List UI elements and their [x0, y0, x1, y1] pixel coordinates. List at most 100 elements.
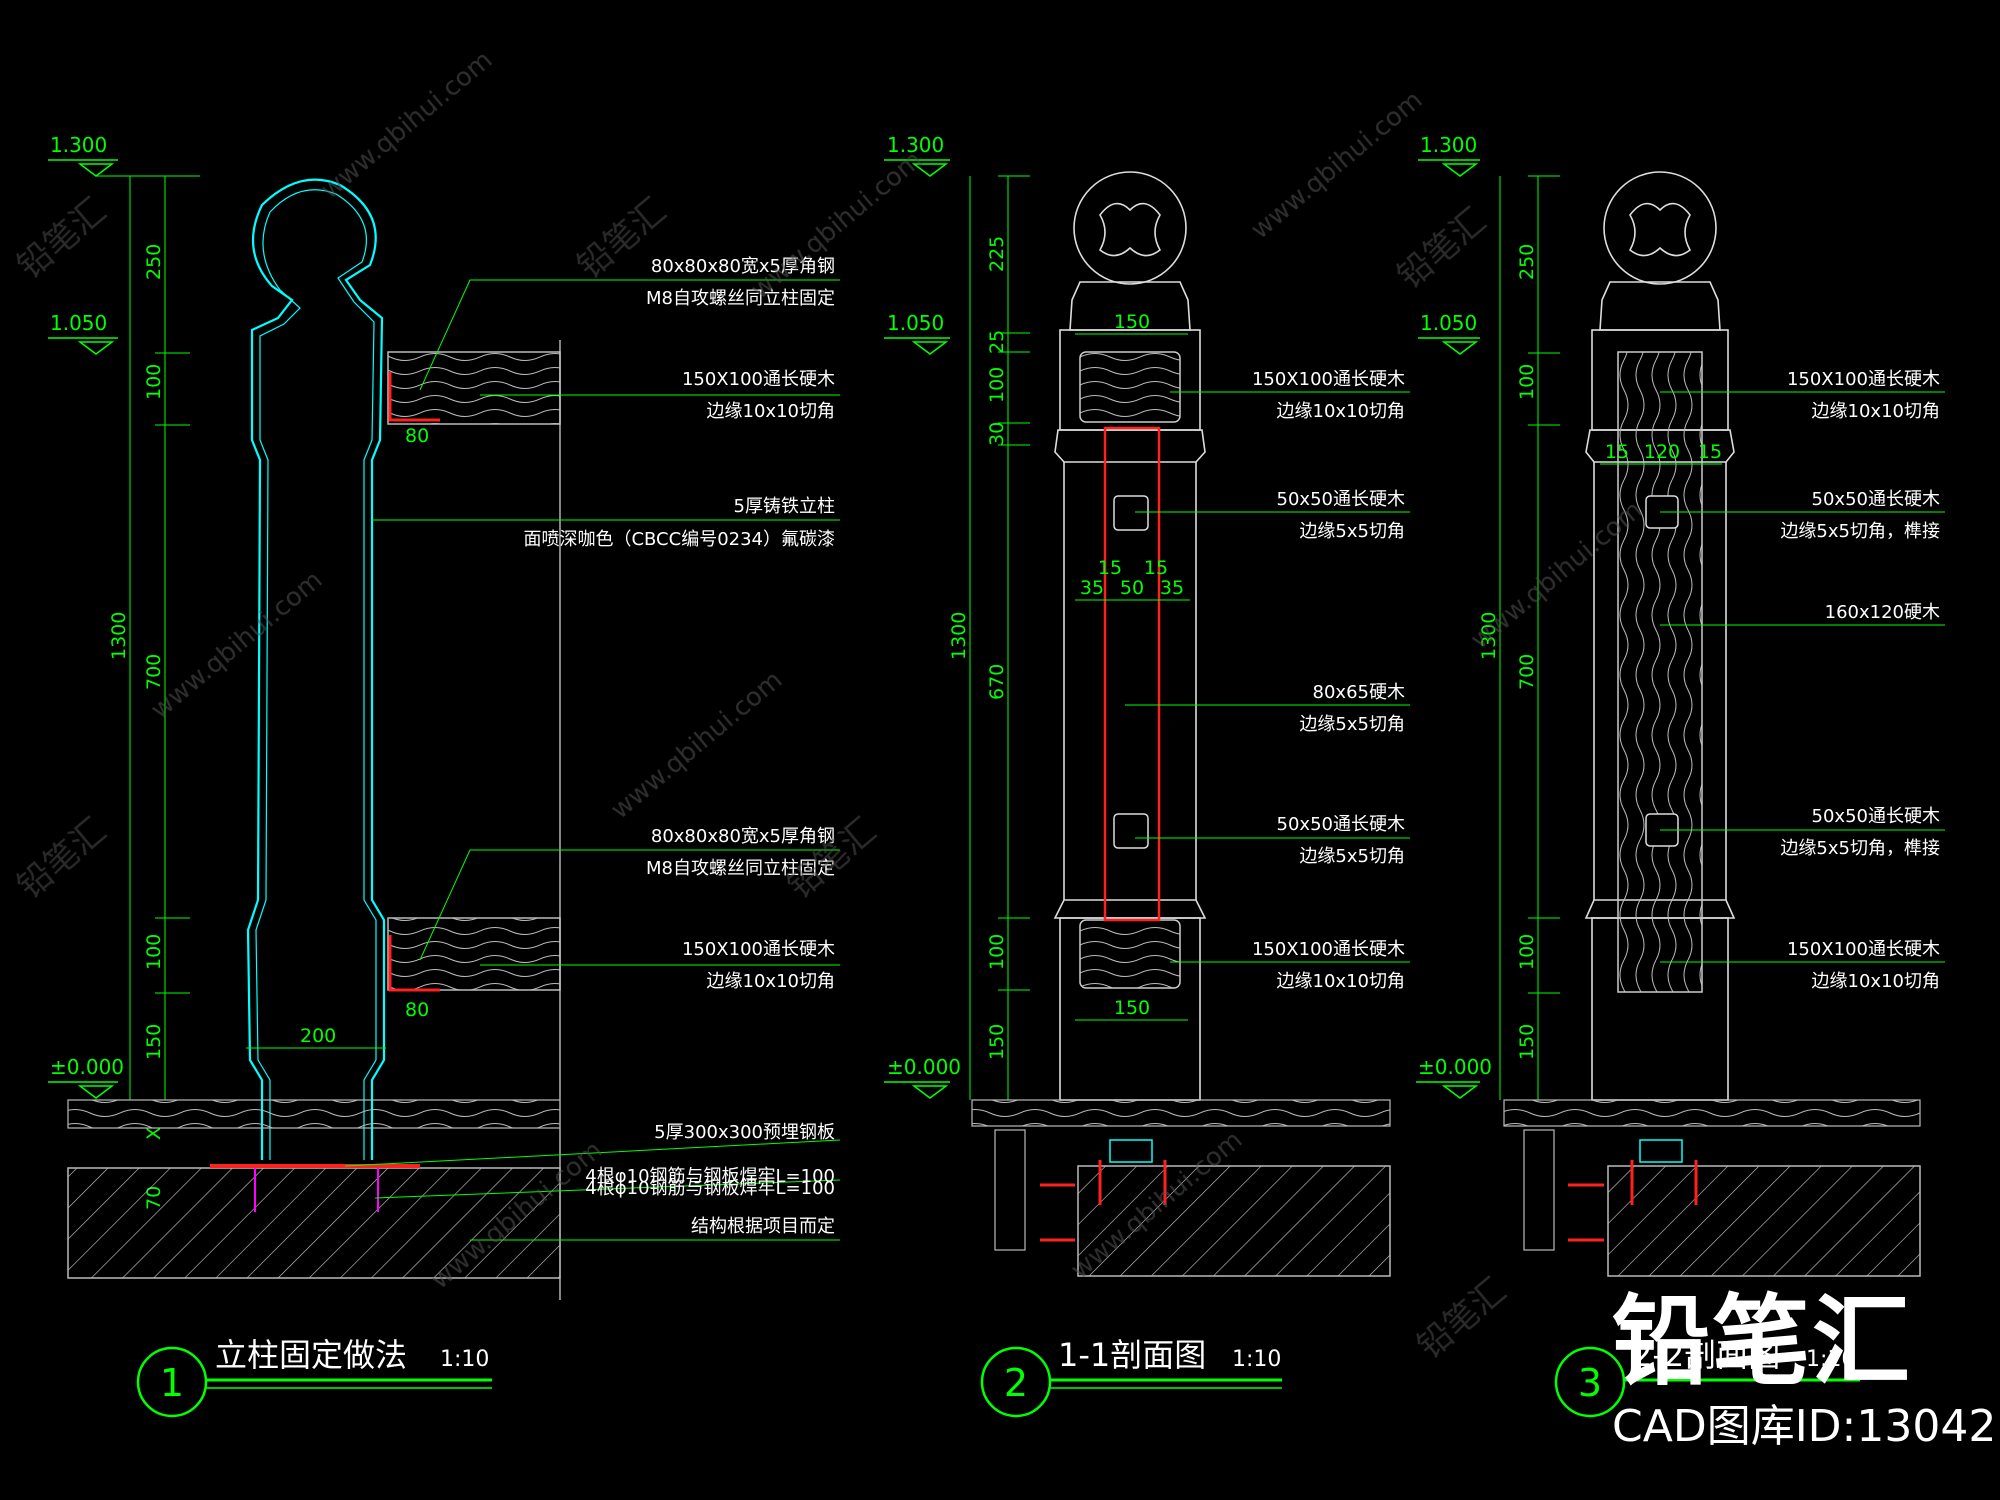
dim3-100-top: 100	[1516, 364, 1538, 400]
dim2-15-a: 15	[1098, 557, 1122, 579]
dim2-100-top: 100	[986, 367, 1008, 403]
concrete-base-3	[1607, 1165, 1921, 1277]
wm-stamp-4: 铅笔汇	[10, 811, 114, 907]
angle-steel-top	[388, 372, 440, 422]
dim-700: 700	[143, 654, 165, 690]
dim-1300: 1300	[108, 612, 130, 660]
bolts-3	[1568, 1160, 1698, 1242]
bolts-2	[1040, 1160, 1167, 1242]
dim3-15-a: 15	[1605, 441, 1629, 463]
wm-stamp-6: 铅笔汇	[1410, 1271, 1514, 1367]
note2-s1b: 边缘5x5切角	[1299, 521, 1405, 542]
dim2-30: 30	[986, 422, 1008, 446]
dim-150: 150	[143, 1024, 165, 1060]
note2-s1a: 50x50通长硬木	[1277, 489, 1405, 510]
dim2-35-a: 35	[1080, 577, 1104, 599]
wood-rail-bottom-2	[1079, 919, 1181, 989]
wm-site-4: www.qbihui.com	[145, 565, 328, 725]
dim2-1300: 1300	[948, 612, 970, 660]
dim2-50: 50	[1120, 577, 1144, 599]
dim3-1300: 1300	[1478, 612, 1500, 660]
brand-id-watermark: CAD图库ID:13042	[1612, 1401, 1997, 1452]
wood-rail-top	[387, 351, 561, 425]
view-3-section-2-2: 1.300 1.050 ±0.000 250 100 700 100 150	[1416, 133, 1945, 1418]
elev-mid-label-3: 1.050	[1420, 311, 1477, 335]
concrete-base	[67, 1167, 561, 1279]
note-struct: 结构根据项目而定	[691, 1216, 835, 1237]
elevation-marker-zero: ±0.000	[48, 1055, 124, 1099]
anchor-bars	[254, 1168, 379, 1212]
dim2-150-top: 150	[1114, 311, 1150, 333]
wm-site-5: www.qbihui.com	[605, 665, 788, 825]
elevation-marker-top: 1.300	[48, 133, 200, 177]
elev-top-label: 1.300	[50, 133, 107, 157]
wm-site-2: www.qbihui.com	[745, 145, 928, 305]
note-angle-top-1: 80x80x80宽x5厚角钢	[651, 256, 835, 277]
dim2-150: 150	[986, 1024, 1008, 1060]
floor-finish-2	[971, 1099, 1391, 1127]
view-title-2: 1-1剖面图	[1058, 1336, 1206, 1374]
elev-zero-label: ±0.000	[50, 1055, 124, 1079]
note2-w1a: 150X100通长硬木	[1252, 369, 1405, 390]
note3-s2a: 50x50通长硬木	[1812, 806, 1940, 827]
elevation-marker-mid: 1.050	[48, 311, 118, 355]
elevation-marker-zero-2: ±0.000	[884, 1055, 961, 1099]
dim-250: 250	[143, 244, 165, 280]
elev-zero-label-2: ±0.000	[887, 1055, 961, 1079]
dim3-120: 120	[1644, 441, 1680, 463]
post-outline	[246, 178, 386, 1160]
elev-mid-label: 1.050	[50, 311, 107, 335]
dim3-700: 700	[1516, 654, 1538, 690]
dim3-15-b: 15	[1698, 441, 1722, 463]
note3-c1: 160x120硬木	[1825, 602, 1940, 623]
elev-top-label-2: 1.300	[887, 133, 944, 157]
note-bar-a: 4根φ10钢筋与钢板焊牢L=100	[585, 1166, 835, 1187]
note-wood-bot-1: 150X100通长硬木	[682, 939, 835, 960]
elevation-marker-top-3: 1.300	[1418, 133, 1480, 177]
elevation-marker-top-2: 1.300	[884, 133, 950, 177]
note2-w2b: 边缘10x10切角	[1277, 971, 1405, 992]
note-angle-bot-1: 80x80x80宽x5厚角钢	[651, 826, 835, 847]
note3-s1b: 边缘5x5切角，榫接	[1780, 521, 1940, 542]
dim-80-top: 80	[405, 425, 429, 447]
wm-site-3: www.qbihui.com	[1245, 85, 1428, 245]
dim3-250: 250	[1516, 244, 1538, 280]
dim2-150-bot: 150	[1114, 997, 1150, 1019]
dim2-25: 25	[986, 330, 1008, 354]
view-scale-1: 1:10	[440, 1347, 489, 1372]
note-bar-b: 4根φ10钢筋与钢板焊牢L=100	[585, 1178, 835, 1199]
floor-finish	[67, 1099, 561, 1129]
dim-100-bot: 100	[143, 934, 165, 970]
view-title-3: 2-2剖面图	[1632, 1336, 1780, 1374]
core-wood-2	[1103, 426, 1161, 922]
dim2-670: 670	[986, 664, 1008, 700]
note3-w1b: 边缘10x10切角	[1812, 401, 1940, 422]
elevation-marker-mid-2: 1.050	[884, 311, 950, 355]
wm-site-1: www.qbihui.com	[315, 45, 498, 205]
wood-rail-top-2	[1079, 351, 1181, 423]
note-wood-top-2: 边缘10x10切角	[707, 401, 835, 422]
note2-s2a: 50x50通长硬木	[1277, 814, 1405, 835]
note2-s2b: 边缘5x5切角	[1299, 846, 1405, 867]
dim-100-top: 100	[143, 364, 165, 400]
view-1-post-fixing: 1.300 1.050 ±0.000 250 100	[48, 133, 841, 1418]
view-title-1: 立柱固定做法	[215, 1336, 407, 1374]
wm-stamp-1: 铅笔汇	[10, 191, 114, 287]
wood-rail-bottom	[387, 917, 561, 991]
note-wood-bot-2: 边缘10x10切角	[707, 971, 835, 992]
title-block-3: 3 2-2剖面图 1:10	[1554, 1336, 1860, 1418]
title-block-1: 1 立柱固定做法 1:10	[136, 1336, 492, 1418]
dim3-150: 150	[1516, 1024, 1538, 1060]
note3-w2a: 150X100通长硬木	[1787, 939, 1940, 960]
note-angle-top-2: M8自攻螺丝同立柱固定	[646, 288, 835, 309]
view-number-2: 2	[1004, 1361, 1028, 1405]
view-number-3: 3	[1578, 1361, 1602, 1405]
concrete-base-2	[1077, 1165, 1391, 1277]
dim2-100-bot: 100	[986, 934, 1008, 970]
note3-s1a: 50x50通长硬木	[1812, 489, 1940, 510]
wm-stamp-3: 铅笔汇	[1390, 201, 1494, 297]
note3-w2b: 边缘10x10切角	[1812, 971, 1940, 992]
note-wood-top-1: 150X100通长硬木	[682, 369, 835, 390]
note-angle-bot-2: M8自攻螺丝同立柱固定	[646, 858, 835, 879]
elev-top-label-3: 1.300	[1420, 133, 1477, 157]
